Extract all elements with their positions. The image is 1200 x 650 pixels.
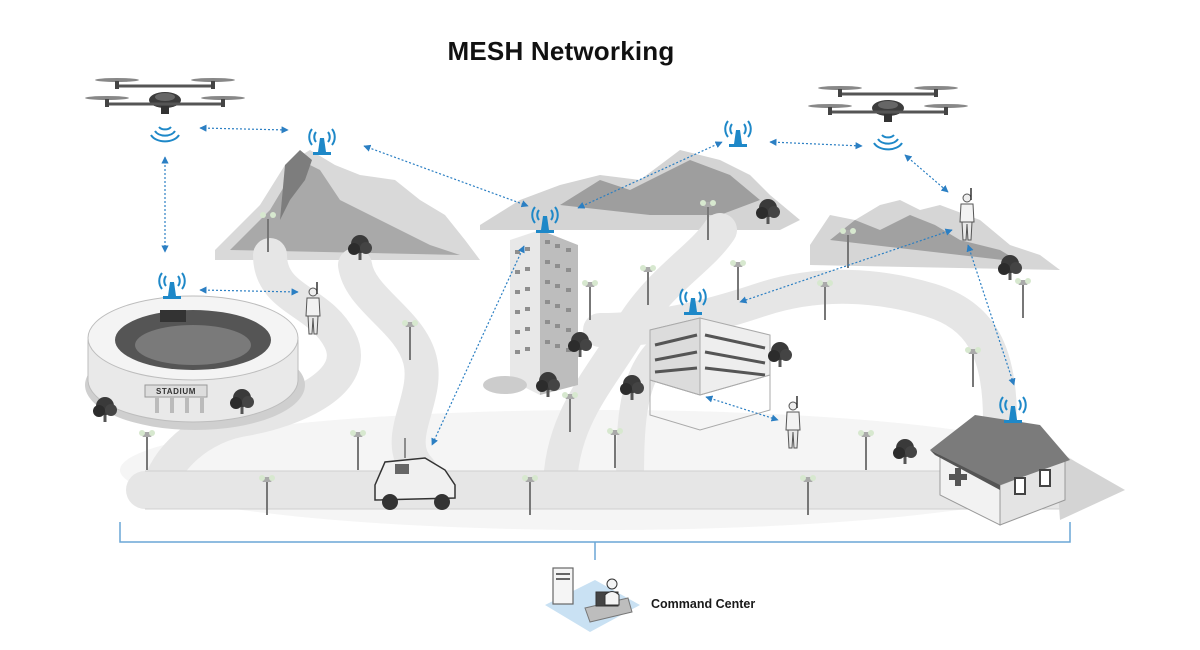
- hospital-icon: [930, 415, 1125, 526]
- antenna-icon: [308, 128, 336, 156]
- stadium-icon: STADIUM: [85, 295, 305, 430]
- drone-icon: [83, 76, 247, 143]
- mountains: [215, 150, 1060, 270]
- antenna-icon: [724, 120, 752, 148]
- antenna-icon: [158, 272, 186, 300]
- stadium-sign: STADIUM: [156, 387, 196, 396]
- command-center-icon: [545, 567, 640, 632]
- command-center-bracket: [119, 522, 1071, 560]
- road-edges: [145, 470, 1060, 510]
- page-title: MESH Networking: [447, 36, 675, 66]
- building-icon: [483, 230, 578, 395]
- vehicle-icon: [374, 438, 456, 510]
- mesh-links: [161, 124, 1016, 446]
- command-center-label: Command Center: [651, 597, 756, 611]
- office-buildings-icon: [649, 317, 771, 431]
- roads: [126, 213, 1079, 509]
- drone-icon: [806, 84, 970, 151]
